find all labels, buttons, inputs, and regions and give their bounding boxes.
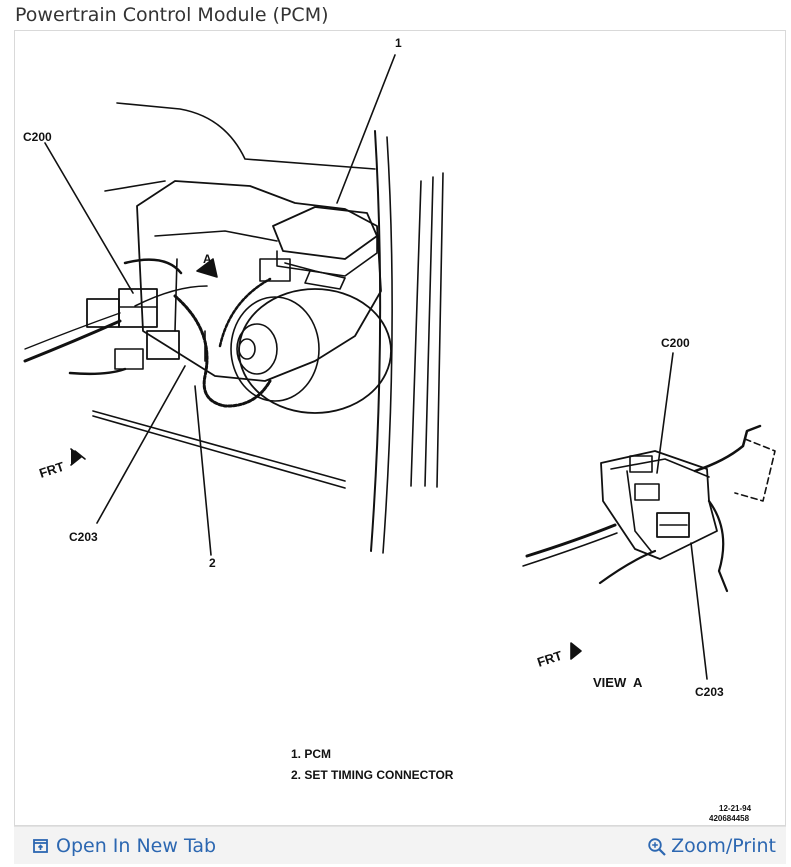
- open-in-new-tab-link[interactable]: Open In New Tab: [32, 835, 216, 857]
- figure-number-code: 420684458: [709, 814, 750, 823]
- callout-2: 2: [209, 556, 216, 570]
- callout-c203-view: C203: [695, 685, 724, 699]
- callout-c200-main: C200: [23, 130, 52, 144]
- frt-label-view: FRT: [535, 648, 564, 670]
- callout-c203-main: C203: [69, 530, 98, 544]
- legend-item-1: 1. PCM: [291, 747, 331, 761]
- open-in-new-tab-label: Open In New Tab: [56, 835, 217, 857]
- frt-label-main: FRT: [37, 459, 66, 481]
- view-a-label: VIEW A: [593, 675, 643, 690]
- open-in-new-tab-icon: [32, 837, 50, 855]
- image-footer-bar: Open In New Tab Zoom/Print: [14, 826, 786, 864]
- pcm-location-diagram: 1 C200 A FRT C203 2 C200 FRT VIEW A C203…: [23, 36, 776, 823]
- callout-c200-view: C200: [661, 336, 690, 350]
- figure-date-code: 12-21-94: [719, 804, 752, 813]
- zoom-in-icon: [647, 837, 666, 856]
- zoom-print-label: Zoom/Print: [671, 835, 776, 857]
- diagram-frame: 1 C200 A FRT C203 2 C200 FRT VIEW A C203…: [14, 30, 786, 826]
- zoom-print-link[interactable]: Zoom/Print: [647, 835, 776, 857]
- legend-item-2: 2. SET TIMING CONNECTOR: [291, 768, 454, 782]
- callout-arrow-a: A: [203, 252, 212, 266]
- page-title: Powertrain Control Module (PCM): [15, 4, 329, 26]
- callout-1: 1: [395, 36, 402, 50]
